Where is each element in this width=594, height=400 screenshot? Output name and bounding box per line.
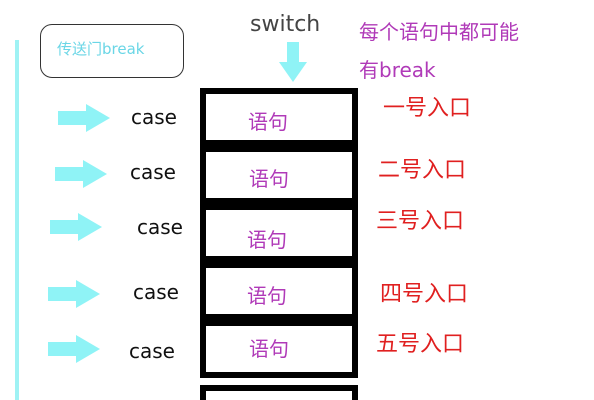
- teleport-break-box: [40, 24, 184, 78]
- break-note-line-1: 每个语句中都可能: [359, 20, 519, 44]
- entry-label: 一号入口: [383, 96, 472, 121]
- switch-label: switch: [250, 12, 321, 37]
- case-arrow-icon: [55, 160, 107, 188]
- statement-box: [200, 88, 358, 146]
- statement-label: 语句: [248, 110, 288, 134]
- entry-label: 二号入口: [378, 158, 467, 183]
- entry-label: 三号入口: [376, 209, 465, 234]
- statement-box: [200, 146, 358, 204]
- left-vertical-line: [15, 40, 19, 400]
- case-arrow-icon: [48, 335, 100, 363]
- switch-down-arrow-icon: [279, 42, 307, 82]
- case-label: case: [130, 160, 176, 184]
- case-arrow-icon: [48, 280, 100, 308]
- case-label: case: [129, 339, 175, 363]
- case-arrow-icon: [50, 213, 102, 241]
- entry-label: 四号入口: [380, 282, 469, 307]
- case-label: case: [133, 280, 179, 304]
- break-note-line-2: 有break: [359, 58, 436, 82]
- statement-label: 语句: [247, 284, 287, 308]
- statement-label: 语句: [249, 167, 289, 191]
- statement-box-partial: [200, 385, 358, 400]
- case-arrow-icon: [58, 104, 110, 132]
- teleport-break-label: 传送门break: [57, 40, 145, 58]
- case-label: case: [131, 105, 177, 129]
- entry-label: 五号入口: [376, 332, 465, 357]
- case-label: case: [137, 215, 183, 239]
- statement-label: 语句: [249, 337, 289, 361]
- statement-label: 语句: [247, 228, 287, 252]
- statement-box: [200, 320, 358, 378]
- statement-box: [200, 262, 358, 320]
- statement-box: [200, 204, 358, 262]
